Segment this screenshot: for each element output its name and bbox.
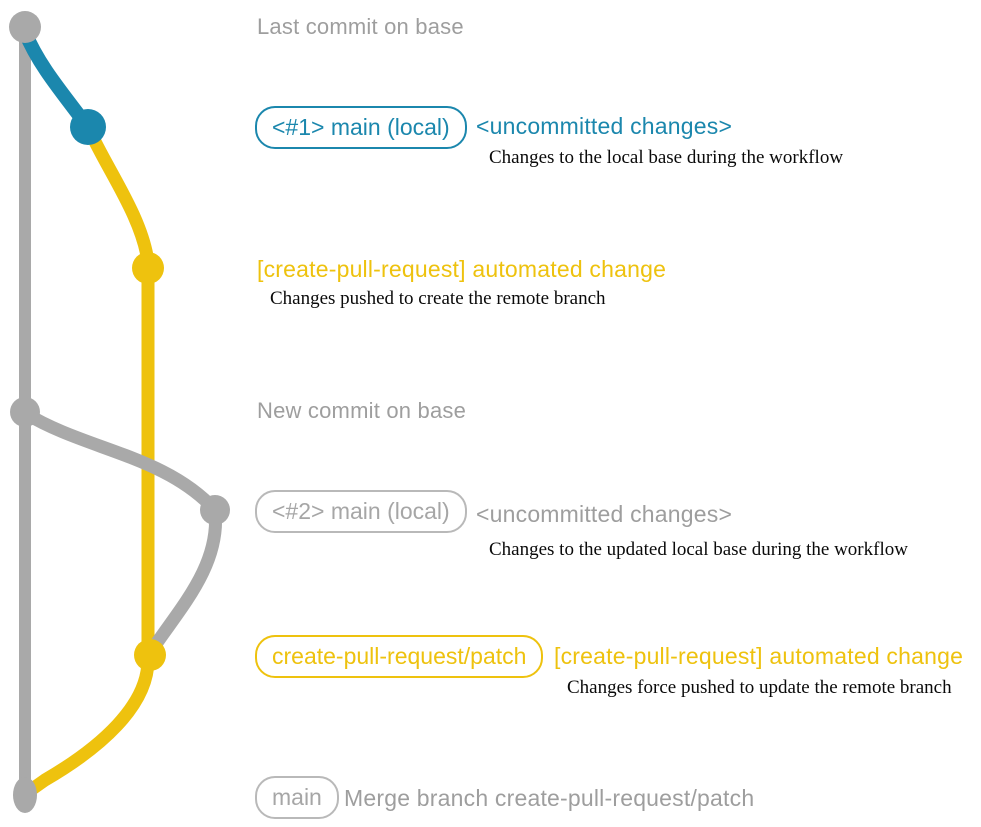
uncommitted-changes-2-description: Changes to the updated local base during… [489, 539, 908, 560]
branch-tag-create-pull-request-patch: create-pull-request/patch [255, 635, 544, 678]
merge-branch-label: Merge branch create-pull-request/patch [344, 785, 755, 811]
commit-merge [13, 777, 37, 813]
automated-change-2-label: [create-pull-request] automated change [554, 643, 964, 669]
main-local-2-branch-line [18, 406, 223, 657]
automated-change-1-description: Changes pushed to create the remote bran… [270, 288, 606, 309]
commit-automated-change-2 [134, 639, 166, 671]
uncommitted-changes-1-description: Changes to the local base during the wor… [489, 147, 844, 168]
automated-change-1-label: [create-pull-request] automated change [257, 256, 667, 282]
commit-automated-change-1 [132, 252, 164, 284]
uncommitted-changes-2-label: <uncommitted changes> [476, 501, 733, 527]
commit-uncommitted-1 [70, 109, 106, 145]
branch-tag-main-local-2: <#2> main (local) [255, 490, 467, 533]
commit-uncommitted-2 [200, 495, 230, 525]
new-commit-on-base-label: New commit on base [257, 398, 467, 423]
commit-last-on-base [9, 11, 41, 43]
automated-change-2-description: Changes force pushed to update the remot… [567, 677, 952, 698]
branch-tag-main: main [255, 776, 339, 819]
uncommitted-changes-1-label: <uncommitted changes> [476, 113, 733, 139]
last-commit-on-base-label: Last commit on base [257, 14, 464, 39]
branch-tag-main-local-1: <#1> main (local) [255, 106, 467, 149]
commit-new-on-base [10, 397, 40, 427]
